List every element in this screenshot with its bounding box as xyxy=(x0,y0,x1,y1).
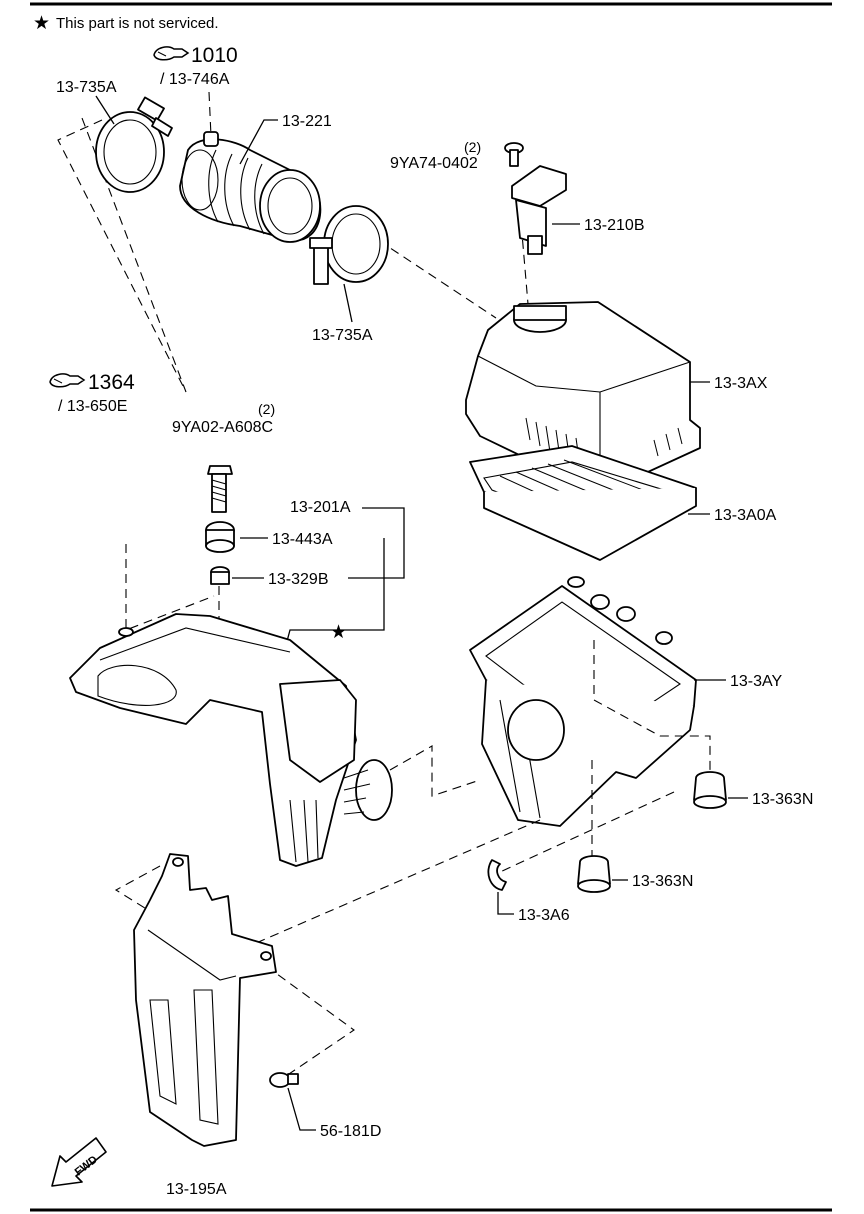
dashed-guide xyxy=(593,640,711,770)
reference-icon xyxy=(153,46,190,61)
forward-arrow-icon: FWD xyxy=(51,1137,107,1187)
qty-9YA74: (2) xyxy=(464,139,481,155)
dashed-guide xyxy=(499,791,675,873)
label-13-3A0A: 13-3A0A xyxy=(714,507,777,524)
fresh-air-duct[interactable] xyxy=(69,613,393,867)
label-13-3AY: 13-3AY xyxy=(730,673,783,690)
ref-callout-1010[interactable]: 1010 / 13-746A xyxy=(153,44,238,88)
dashed-guide xyxy=(208,91,212,137)
label-9YA74-0402: 9YA74-0402 xyxy=(390,155,478,172)
ref-sub-13-746A: / 13-746A xyxy=(160,71,230,88)
label-13-3AX: 13-3AX xyxy=(714,375,768,392)
label-13-195A: 13-195A xyxy=(166,1181,227,1198)
label-13-735A-bottom: 13-735A xyxy=(312,327,373,344)
note-text: This part is not serviced. xyxy=(56,15,219,32)
mount-rubber-right[interactable] xyxy=(693,771,727,809)
air-cleaner-cover[interactable] xyxy=(465,301,701,495)
collar[interactable] xyxy=(210,566,230,585)
mount-rubber-center[interactable] xyxy=(577,855,611,893)
ref-number-1364: 1364 xyxy=(88,371,135,394)
clip[interactable] xyxy=(487,859,507,891)
ref-number-1010: 1010 xyxy=(191,44,238,67)
leader-13-221 xyxy=(239,119,278,165)
leader-13-3A6 xyxy=(497,892,514,915)
ref-sub-13-650E: / 13-650E xyxy=(58,398,127,415)
bolt-9YA02[interactable] xyxy=(207,465,233,513)
bolt-56-181D[interactable] xyxy=(269,1072,299,1088)
airflow-sensor[interactable] xyxy=(511,165,567,255)
screw-9YA74[interactable] xyxy=(504,142,524,167)
reference-icon xyxy=(49,373,86,388)
dashed-guide xyxy=(389,745,481,797)
label-13-201A: 13-201A xyxy=(290,499,351,516)
dashed-guide xyxy=(265,965,355,1077)
air-cleaner-case[interactable] xyxy=(469,576,697,827)
dashed-guide xyxy=(365,231,497,319)
hose-clamp-top[interactable] xyxy=(95,96,173,193)
label-13-221: 13-221 xyxy=(282,113,332,130)
label-56-181D: 56-181D xyxy=(320,1123,381,1140)
leader-13-201A xyxy=(348,507,405,579)
air-duct-lower[interactable] xyxy=(133,853,277,1147)
label-9YA02-A608C: 9YA02-A608C xyxy=(172,419,273,436)
air-filter-element[interactable] xyxy=(469,445,697,561)
unserviced-star: ★ xyxy=(330,622,347,643)
leader-13-735A-top xyxy=(95,95,115,125)
air-intake-hose[interactable] xyxy=(179,131,322,243)
label-13-363N-center: 13-363N xyxy=(632,873,693,890)
hose-clamp-bottom[interactable] xyxy=(309,205,389,285)
note-star: ★ xyxy=(33,13,50,34)
grommet[interactable] xyxy=(205,521,235,553)
dashed-guide xyxy=(239,819,541,951)
label-13-443A: 13-443A xyxy=(272,531,333,548)
label-13-735A-top: 13-735A xyxy=(56,79,117,96)
label-13-363N-right: 13-363N xyxy=(752,791,813,808)
leader-13-735A-bottom xyxy=(343,283,353,323)
label-13-210B: 13-210B xyxy=(584,217,645,234)
label-13-3A6: 13-3A6 xyxy=(518,907,570,924)
qty-9YA02: (2) xyxy=(258,401,275,417)
ref-callout-1364[interactable]: 1364 / 13-650E xyxy=(49,371,135,415)
label-13-329B: 13-329B xyxy=(268,571,329,588)
leader-56-181D xyxy=(287,1087,316,1131)
